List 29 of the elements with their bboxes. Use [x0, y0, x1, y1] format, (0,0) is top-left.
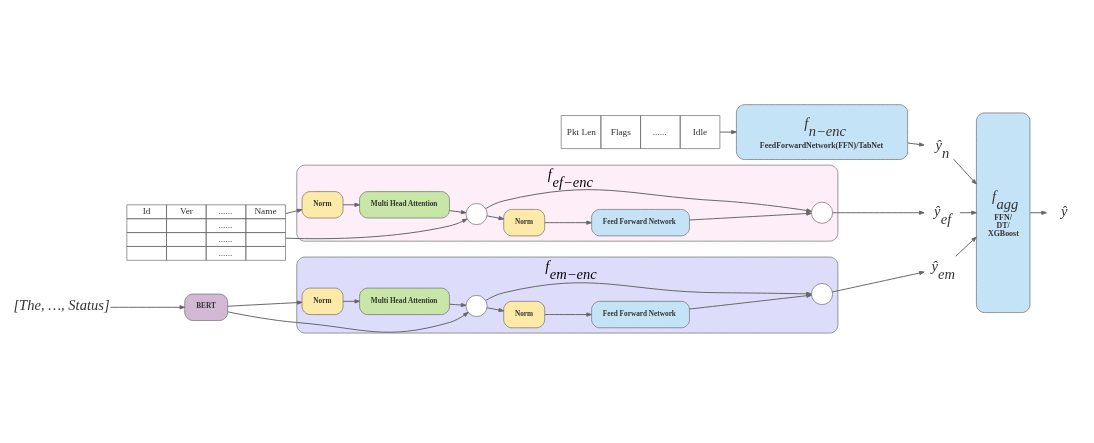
node-circle	[811, 201, 833, 224]
arrow	[959, 210, 977, 215]
arrow	[719, 129, 737, 135]
arrow	[285, 218, 468, 240]
arrow	[1029, 210, 1047, 215]
node-circle	[811, 283, 833, 305]
arrow	[342, 299, 360, 304]
arrow	[831, 270, 925, 293]
arrow	[109, 305, 186, 310]
arrow	[907, 142, 925, 147]
node-text: ŷ	[1061, 202, 1068, 219]
arrow	[832, 210, 925, 215]
arrow	[955, 236, 977, 257]
arrow	[486, 307, 505, 313]
node-circle	[465, 203, 488, 225]
arrow	[285, 208, 303, 214]
arrow	[449, 210, 467, 215]
arrow	[953, 158, 977, 185]
arrow	[486, 215, 505, 221]
arrow	[544, 312, 592, 317]
arrow	[544, 220, 592, 225]
node-text: [The, …, Status]	[13, 297, 110, 314]
arrow	[449, 302, 467, 308]
node-circle	[465, 295, 488, 317]
arrow	[227, 300, 303, 307]
arrow	[342, 202, 360, 207]
arrow	[227, 311, 469, 333]
arrow	[689, 211, 812, 221]
arrow	[485, 189, 812, 213]
